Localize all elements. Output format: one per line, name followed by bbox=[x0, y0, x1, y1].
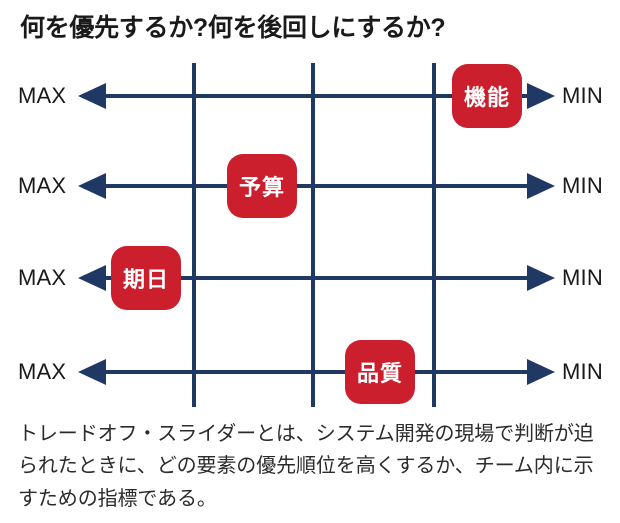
axis-label-min: MIN bbox=[562, 83, 603, 108]
arrow-left-icon bbox=[78, 359, 106, 385]
arrow-right-icon bbox=[527, 359, 555, 385]
axis-label-max: MAX bbox=[18, 265, 67, 290]
gridline-1 bbox=[192, 63, 196, 407]
gridline-3 bbox=[432, 63, 436, 407]
arrow-left-icon bbox=[78, 173, 106, 199]
arrow-right-icon bbox=[527, 83, 555, 109]
page-title: 何を優先するか?何を後回しにするか? bbox=[20, 14, 446, 42]
axis-label-max: MAX bbox=[18, 83, 67, 108]
axis-label-max: MAX bbox=[18, 173, 67, 198]
axis-label-min: MIN bbox=[562, 173, 603, 198]
gridline-2 bbox=[311, 63, 315, 407]
slider-handle-kijitsu[interactable]: 期日 bbox=[111, 246, 181, 310]
axis-label-min: MIN bbox=[562, 265, 603, 290]
slider-track[interactable] bbox=[104, 370, 532, 374]
slider-chart: MAX 機能 MIN MAX 予算 MIN MAX 期日 MIN MA bbox=[0, 58, 620, 410]
arrow-right-icon bbox=[527, 173, 555, 199]
slider-track[interactable] bbox=[104, 184, 532, 188]
slider-handle-hinshitsu[interactable]: 品質 bbox=[345, 340, 415, 404]
arrow-right-icon bbox=[527, 265, 555, 291]
slider-row-kijitsu: MAX 期日 MIN bbox=[0, 246, 620, 310]
arrow-left-icon bbox=[78, 83, 106, 109]
slider-handle-kinou[interactable]: 機能 bbox=[452, 64, 522, 128]
slider-track[interactable] bbox=[104, 276, 532, 280]
slider-track[interactable] bbox=[104, 94, 532, 98]
slider-row-yosan: MAX 予算 MIN bbox=[0, 154, 620, 218]
figure-caption: トレードオフ・スライダーとは、システム開発の現場で判断が迫られたときに、どの要素… bbox=[18, 423, 594, 510]
slider-handle-yosan[interactable]: 予算 bbox=[227, 154, 297, 218]
arrow-left-icon bbox=[78, 265, 106, 291]
axis-label-min: MIN bbox=[562, 359, 603, 384]
axis-label-max: MAX bbox=[18, 359, 67, 384]
slider-row-kinou: MAX 機能 MIN bbox=[0, 64, 620, 128]
slider-row-hinshitsu: MAX 品質 MIN bbox=[0, 340, 620, 404]
